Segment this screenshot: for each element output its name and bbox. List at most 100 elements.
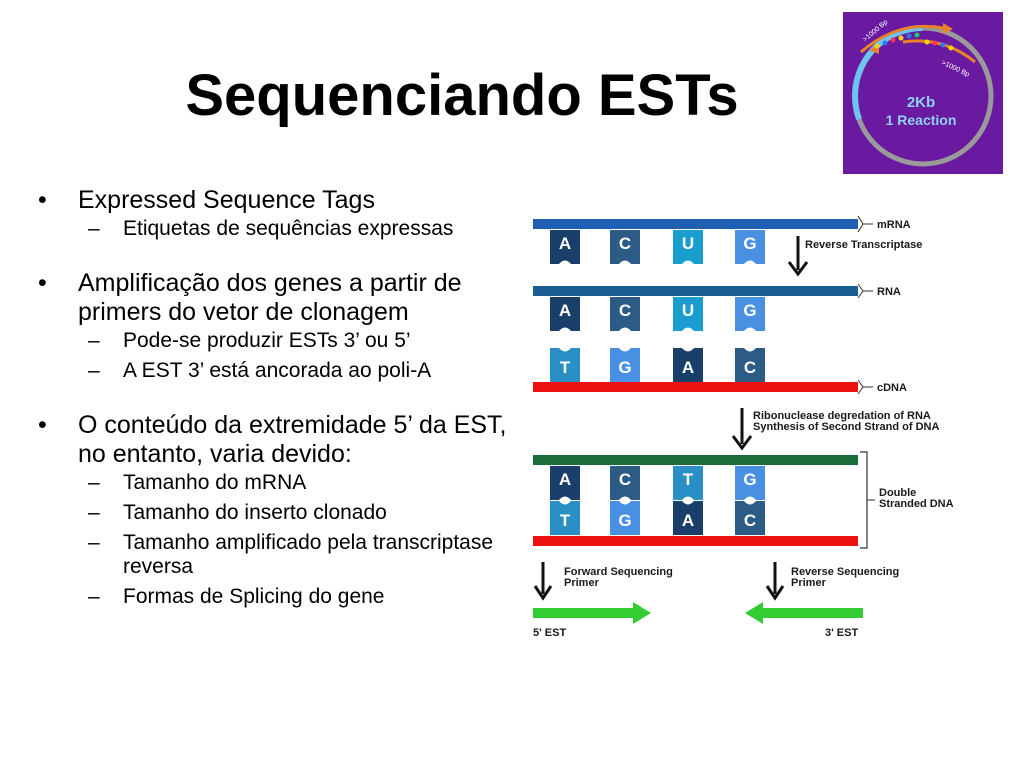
base-letter: C (619, 234, 631, 253)
reverse-transcriptase-arrowhead (787, 261, 809, 277)
label-double-2: Stranded DNA (879, 498, 954, 510)
label-forward-1: Forward Sequencing (564, 566, 673, 578)
label-cdna: cDNA (877, 382, 907, 394)
logo-background (843, 12, 1003, 174)
bullet-item: • Amplificação dos genes a partir de pri… (38, 269, 508, 383)
dsdna-bracket (860, 451, 868, 549)
sub-bullet-list: – Pode-se produzir ESTs 3’ ou 5’ – A EST… (78, 329, 508, 383)
bullet-text: Amplificação dos genes a partir de prime… (78, 269, 462, 326)
sub-bullet-symbol: – (88, 359, 100, 382)
logo-line-2: 1 Reaction (886, 112, 957, 128)
base-shape (610, 230, 640, 264)
mrna-bracket (857, 215, 864, 233)
base-A-block: A (673, 348, 703, 382)
base-C-block: C (735, 501, 765, 535)
base-A-block: A (550, 297, 580, 331)
base-letter: G (618, 511, 631, 530)
base-letter: C (744, 511, 756, 530)
base-C-block: C (610, 297, 640, 331)
base-letter: A (559, 234, 571, 253)
sub-bullet-list: – Etiquetas de sequências expressas (78, 217, 508, 241)
sub-bullet-text: Tamanho amplificado pela transcriptase r… (123, 531, 494, 578)
label-reverse-2: Primer (791, 577, 827, 589)
base-T-block: T (550, 348, 580, 382)
base-letter: A (559, 470, 571, 489)
sub-bullet-symbol: – (88, 585, 100, 608)
label-reverse-transcriptase: Reverse Transcriptase (805, 239, 922, 251)
base-shape (735, 348, 765, 382)
base-shape (550, 230, 580, 264)
base-letter: A (682, 511, 694, 530)
base-letter: U (682, 301, 694, 320)
base-shape (550, 348, 580, 382)
rna-bracket (857, 283, 864, 299)
base-G-block: G (735, 297, 765, 331)
rna-strand (533, 286, 858, 296)
base-shape (610, 466, 640, 500)
base-U-block: U (673, 230, 703, 264)
bullet-text: Expressed Sequence Tags (78, 186, 375, 214)
base-letter: U (682, 234, 694, 253)
base-shape (673, 297, 703, 331)
label-est5: 5' EST (533, 627, 566, 639)
bullet-symbol: • (38, 269, 47, 297)
logo-line-1: 2Kb (907, 94, 935, 111)
est5-arrow (533, 602, 651, 624)
base-C-block: C (610, 466, 640, 500)
base-shape (673, 230, 703, 264)
logo-arrowhead-1 (943, 23, 953, 34)
label-mrna: mRNA (877, 219, 911, 231)
bullet-symbol: • (38, 186, 47, 214)
base-T-block: T (673, 466, 703, 500)
sub-bullet-text: Etiquetas de sequências expressas (123, 217, 454, 240)
base-shape (735, 230, 765, 264)
base-shape (673, 348, 703, 382)
cdna-bracket (857, 379, 864, 395)
base-letter: T (683, 470, 694, 489)
sub-bullet-item: – Etiquetas de sequências expressas (78, 217, 508, 241)
base-G-block: G (610, 501, 640, 535)
bullet-item: • Expressed Sequence Tags – Etiquetas de… (38, 186, 508, 241)
base-G-block: G (735, 466, 765, 500)
label-forward-2: Primer (564, 577, 600, 589)
bullet-item: • O conteúdo da extremidade 5’ da EST, n… (38, 411, 508, 609)
label-ribonuclease-1: Ribonuclease degredation of RNA (753, 410, 931, 422)
label-rna: RNA (877, 286, 901, 298)
base-letter: G (618, 358, 631, 377)
bullet-symbol: • (38, 411, 47, 439)
dsdna-bottom-strand (533, 536, 858, 546)
sub-bullet-text: Tamanho do inserto clonado (123, 501, 387, 524)
base-U-block: U (673, 297, 703, 331)
sub-bullet-item: – Tamanho do inserto clonado (78, 501, 508, 525)
sub-bullet-symbol: – (88, 471, 100, 494)
sub-bullet-item: – Formas de Splicing do gene (78, 585, 508, 609)
label-double-1: Double (879, 487, 916, 499)
logo-ring-arc (852, 25, 994, 167)
forward-primer-arrowhead (533, 585, 553, 601)
base-T-block: T (550, 501, 580, 535)
base-shape (550, 466, 580, 500)
base-A-block: A (550, 230, 580, 264)
base-G-block: G (610, 348, 640, 382)
mrna-strand (533, 219, 858, 229)
cdna-strand (533, 382, 858, 392)
base-letter: C (619, 470, 631, 489)
base-shape (735, 297, 765, 331)
sub-bullet-item: – Tamanho amplificado pela transcriptase… (78, 531, 508, 579)
base-shape (550, 297, 580, 331)
est3-arrow (745, 602, 863, 624)
base-shape (735, 501, 765, 535)
base-letter: A (682, 358, 694, 377)
sub-bullet-item: – A EST 3’ está ancorada ao poli-A (78, 359, 508, 383)
sub-bullet-symbol: – (88, 217, 100, 240)
sub-bullet-symbol: – (88, 531, 100, 554)
base-C-block: C (610, 230, 640, 264)
dsdna-top-strand (533, 455, 858, 465)
base-letter: T (560, 511, 571, 530)
